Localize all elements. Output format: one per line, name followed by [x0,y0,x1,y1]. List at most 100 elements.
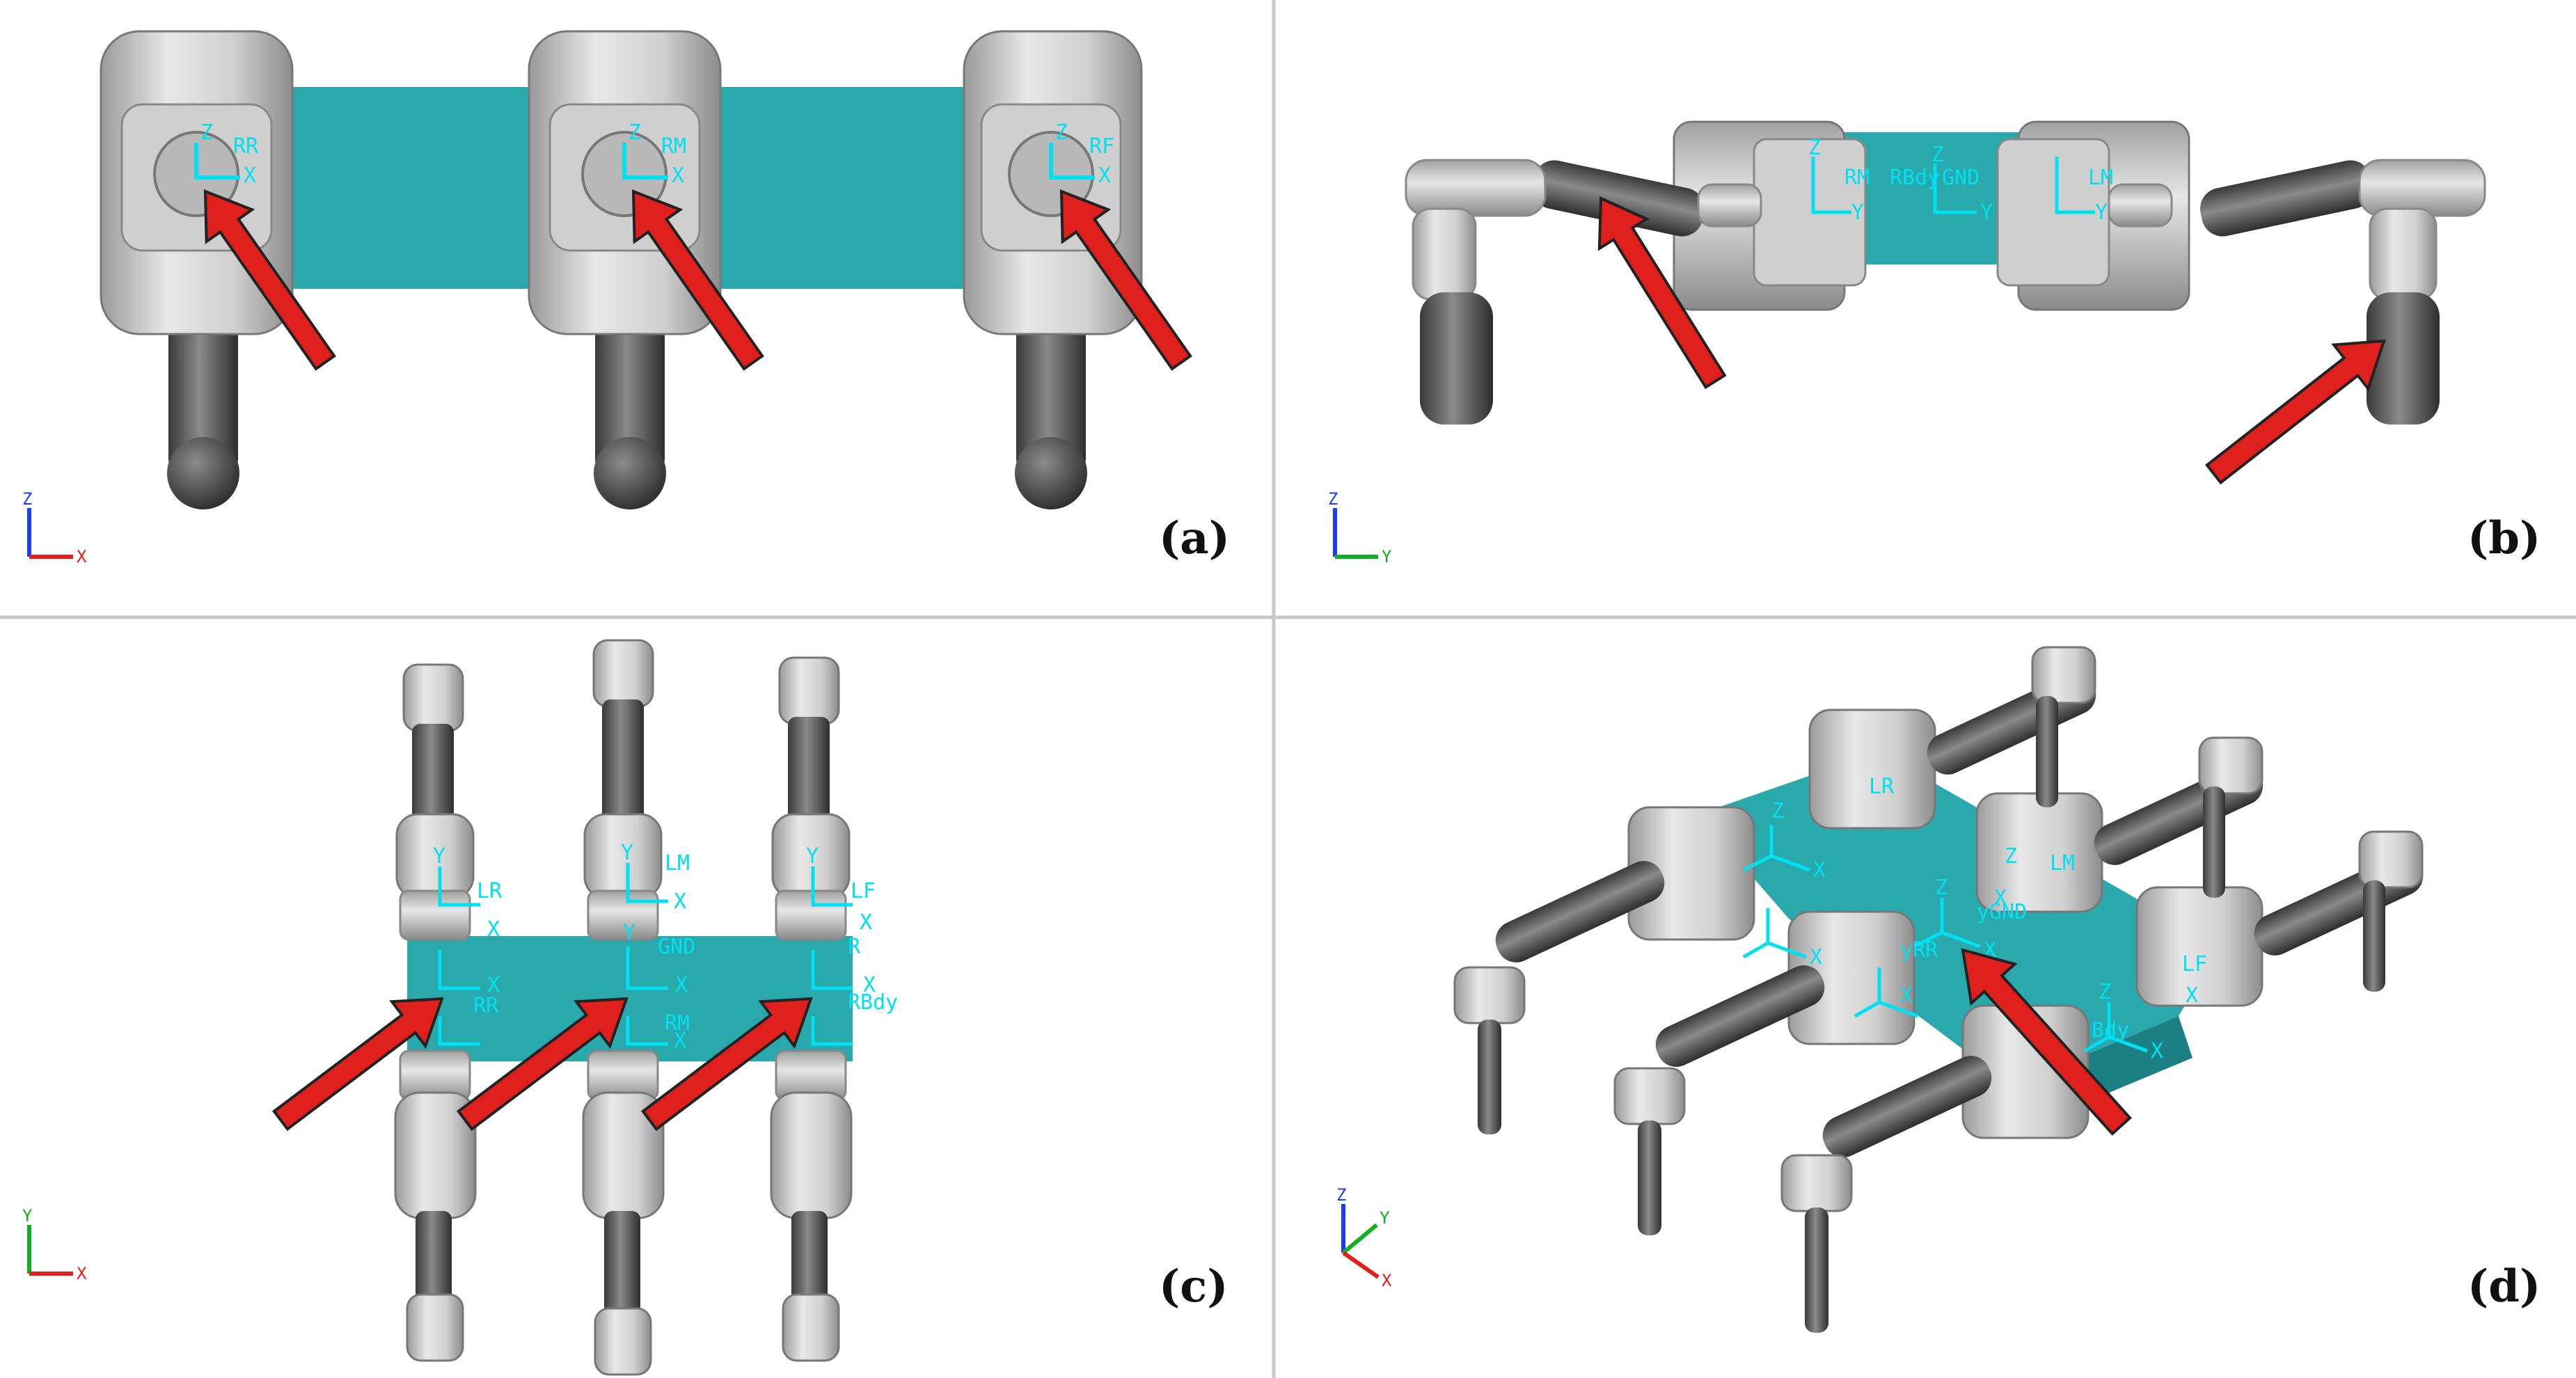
frame-rm [622,143,668,180]
svg-text:Y: Y [1380,1208,1390,1228]
arrow-b2 [2205,339,2386,485]
frame-bdy-z: Z [2099,980,2111,1004]
panel-label-c: (c) [1159,1260,1228,1313]
svg-text:Z: Z [22,489,32,509]
leg-rm [528,30,722,509]
arrow-c2 [456,997,629,1132]
panel-b: RM Y Z GND Y LM Y Z RBdy Z Y (b) [1328,120,2541,567]
panel-c: Y LR X Y LM X Y LF X GND Y X RR X RM X R… [22,639,1228,1376]
frame-rf-name: RF [1089,134,1114,159]
arrow-c1 [271,997,444,1132]
frame-rm-x: X [672,164,684,188]
frame-lf-y: Y [806,844,819,869]
frame-lf-x: X [2186,983,2198,1008]
arrow-d1 [1961,948,2132,1136]
frame-gnd-x: X [675,973,688,997]
frame-lr-x: X [1813,858,1826,882]
hip-block-right [1996,120,2190,311]
arrow-a3 [1059,189,1192,371]
frames-c [438,863,853,1046]
svg-text:Z: Z [1336,1185,1346,1205]
frame-rm-name: RM [661,134,686,159]
frame-rr-x: X [1810,945,1822,969]
arrow-a1 [203,189,336,371]
frame-gnd-name: GND [658,935,695,959]
frame-rm-name: RM [665,1011,690,1036]
frame-lr-name: LR [477,879,503,903]
leg-column-1 [394,663,477,1362]
arrow-b1 [1597,196,1727,390]
frame-lr-x: X [487,917,500,942]
frame-lm-y: Y [621,841,633,865]
svg-text:Z: Z [1328,489,1338,509]
frame-lm-x: X [674,889,686,914]
frame-bdy-name: RBdy [1890,166,1940,190]
svg-text:X: X [1382,1271,1392,1290]
panel-a: Z X RR Z X RM Z X RF Z X (a) [22,30,1230,567]
robot-body [1698,752,2220,1086]
frame-lr-z: Z [1771,799,1784,823]
frame-rr-name: RR [473,994,499,1018]
frame-lm-z: Z [2005,844,2017,869]
axis-triad-b: Z Y [1328,489,1392,567]
frame-lf-name: LF [2182,952,2207,976]
arrow-c3 [640,997,813,1132]
frame-rm-x: X [1900,983,1913,1008]
frame-rr-x: X [487,973,500,997]
frame-bdy-name: RBdy [848,990,898,1015]
frame-gnd-z: Z [1935,876,1947,900]
frame-rr-name: RR [233,134,259,159]
frame-rf-z: Z [1055,120,1068,145]
axis-triad-c: Y X [22,1206,87,1283]
frame-gnd-z: Z [1931,143,1944,167]
leg-column-2 [582,639,665,1376]
frame-lr-y: Y [433,844,445,869]
frame-lm-name: LM [2050,851,2075,876]
leg-left [1405,159,1762,425]
frame-gnd-name: GND [1942,166,1980,190]
arrow-a2 [631,189,764,371]
frame-lm-name: LM [2088,166,2113,190]
panel-label-d: (d) [2467,1260,2541,1313]
frame-lf-x: X [860,910,872,935]
frame-gnd-name: yGND [1977,900,2027,924]
frames-d [1742,825,2148,1053]
leg-column-3 [770,656,853,1362]
svg-text:Y: Y [22,1206,33,1226]
svg-text:X: X [77,547,87,567]
frame-lm-y: Y [2095,200,2108,225]
frame-lm-name: LM [665,851,690,876]
frame-lf-name: LF [851,879,876,903]
frame-gnd-y: Y [623,921,635,945]
legs-back-row [1927,646,2424,992]
frame-bdy-z: Z [1808,136,1821,160]
frame-gnd-y: Y [1980,200,1993,225]
panel-label-b: (b) [2467,512,2541,564]
svg-text:X: X [77,1264,87,1283]
legs-front-row [1453,861,1992,1333]
frame-rr-z: Z [200,120,213,145]
frame-rm-x: X [674,1029,686,1053]
panel-label-a: (a) [1159,512,1230,564]
frame-rr [194,143,240,180]
frame-bdy-name: Bdy [2092,1018,2129,1043]
frames-b [1811,157,2095,214]
frame-rf-x: X [863,973,876,997]
frame-rf-name: R [848,935,861,959]
frame-bdy-x: X [2151,1039,2163,1063]
frame-rm-z: Z [629,120,641,145]
frame-rr-x: X [244,164,256,188]
frame-lm-x: X [1994,886,2007,910]
axis-triad-a: Z X [22,489,87,567]
leg-right [2108,159,2486,425]
svg-text:Y: Y [1382,547,1392,567]
frame-rf [1049,143,1095,180]
axis-triad-d: Z Y X [1336,1185,1392,1290]
frame-lr-name: LR [1869,775,1895,799]
panel-d: Z X LR Z X LM Z yGND X yRR X Z Bdy X LF … [1336,646,2541,1333]
frame-rm-name: RM [1844,166,1870,190]
frame-rr-name: yRR [1900,938,1938,963]
frame-rf-x: X [1098,164,1111,188]
